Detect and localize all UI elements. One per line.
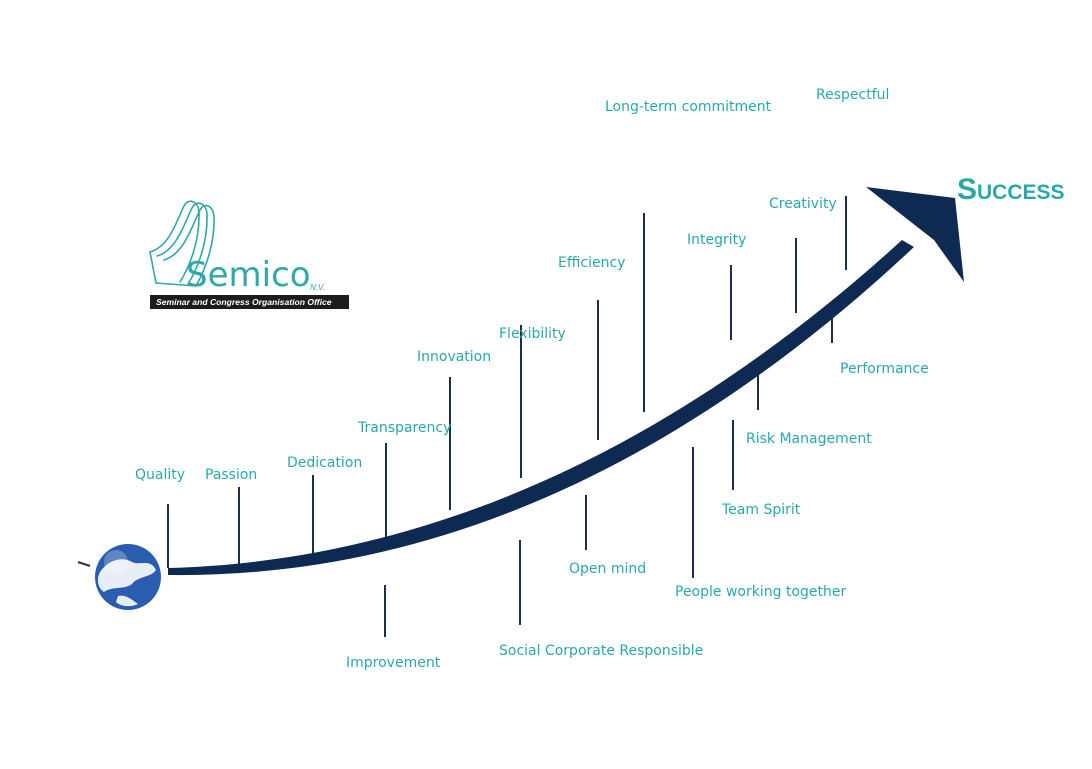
label-efficiency: Efficiency [558,255,625,271]
label-performance: Performance [840,361,929,377]
label-risk-management: Risk Management [746,431,872,447]
growth-arrow [168,187,964,576]
label-dedication: Dedication [287,455,362,471]
label-respectful: Respectful [816,87,889,103]
label-people-working-together: People working together [675,584,846,600]
logo-suffix: N.V. [310,283,325,292]
logo-wave-line-1 [149,200,200,283]
logo-tagline: Seminar and Congress Organisation Office [156,297,332,307]
label-creativity: Creativity [769,196,837,212]
semico-logo: Semico N.V. Seminar and Congress Organis… [149,200,349,309]
label-innovation: Innovation [417,349,491,365]
goal-label: Success [957,173,1065,206]
globe-dash [77,561,91,567]
label-social-corporate-responsible: Social Corporate Responsible [499,643,703,659]
logo-wave-icon [149,200,215,287]
globe-highlight [104,550,128,574]
value-ticks [167,196,847,637]
logo-tagline-band [150,295,349,309]
arrow-head [866,187,964,282]
globe-icon [77,544,161,610]
label-team-spirit: Team Spirit [721,502,801,518]
label-improvement: Improvement [346,655,441,671]
value-labels: Quality Passion Dedication TransparencyImpr… [135,87,929,671]
label-open-mind: Open mind [569,561,646,577]
logo-wave-line-3 [163,204,215,287]
logo-wordmark: Semico [186,255,311,295]
logo-wave-line-2 [156,202,208,285]
label-flexibility: Flexibility [499,326,566,342]
label-long-term-commitment: Long-term commitment [605,99,772,115]
label-transparency: Transparency [357,420,451,436]
label-passion: Passion [205,467,257,483]
label-quality: Quality [135,467,185,483]
globe-continent-2 [116,595,138,607]
globe-continent-1 [97,559,156,592]
logo-wave-line-4 [149,251,197,287]
label-integrity: Integrity [687,232,746,248]
